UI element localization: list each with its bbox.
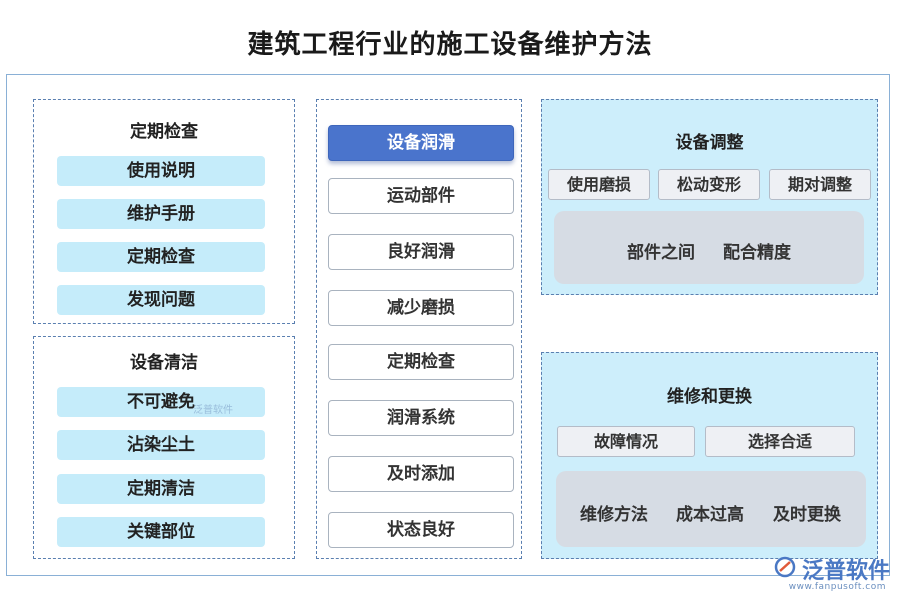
tag: 期对调整 [769, 169, 871, 200]
list-item-header: 设备润滑 [328, 125, 514, 161]
list-item: 及时添加 [328, 456, 514, 492]
tag: 选择合适 [705, 426, 855, 457]
list-item: 润滑系统 [328, 400, 514, 436]
list-item: 良好润滑 [328, 234, 514, 270]
detail-text: 配合精度 [723, 243, 791, 263]
tag: 故障情况 [557, 426, 695, 457]
detail-text: 及时更换 [773, 505, 841, 525]
tag: 松动变形 [658, 169, 760, 200]
section-lubrication [316, 99, 522, 559]
list-item: 维护手册 [57, 199, 265, 229]
tag: 使用磨损 [548, 169, 650, 200]
section-regular-inspection [33, 99, 295, 324]
list-item: 沾染尘土 [57, 430, 265, 460]
list-item: 使用说明 [57, 156, 265, 186]
logo-icon [774, 556, 796, 578]
list-item: 定期检查 [328, 344, 514, 380]
section-title: 设备调整 [675, 133, 744, 153]
list-item: 减少磨损 [328, 290, 514, 326]
list-item: 关键部位 [57, 517, 265, 547]
logo-url: www.fanpusoft.com [788, 582, 886, 592]
diagram-title: 建筑工程行业的施工设备维护方法 [247, 30, 653, 60]
outer-frame [6, 74, 890, 576]
section-equipment-cleaning [33, 336, 295, 559]
detail-text: 维修方法 [580, 505, 648, 525]
list-item: 定期检查 [57, 242, 265, 272]
section-title: 设备清洁 [130, 353, 198, 373]
list-item: 运动部件 [328, 178, 514, 214]
detail-text: 成本过高 [676, 505, 744, 525]
detail-box [556, 471, 866, 547]
section-title: 定期检查 [130, 122, 198, 142]
list-item: 定期清洁 [57, 474, 265, 504]
list-item: 状态良好 [328, 512, 514, 548]
detail-text: 部件之间 [627, 243, 695, 263]
section-title: 维修和更换 [667, 387, 752, 407]
logo-text: 泛普软件 [801, 559, 890, 584]
detail-box [554, 211, 864, 284]
list-item: 不可避免 [57, 387, 265, 417]
list-item: 发现问题 [57, 285, 265, 315]
watermark: 泛普软件 [193, 405, 233, 416]
